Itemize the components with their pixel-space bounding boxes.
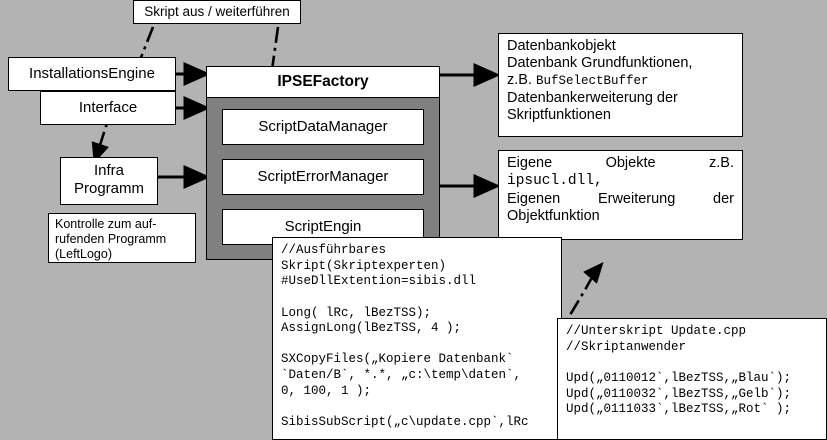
code-sub-text: //Unterskript Update.cpp //Skriptanwende… <box>566 324 792 417</box>
kontrolle-line2: rufenden Programm <box>55 231 167 246</box>
datenbank-line5: Skriptfunktionen <box>507 106 611 123</box>
datenbank-line4: Datenbankerweiterung der <box>507 89 678 106</box>
kontrolle-line1: Kontrolle zum auf- <box>55 217 157 231</box>
eigene-line3-right: der <box>713 191 734 208</box>
kontrolle-line3: (LeftLogo) <box>55 246 112 261</box>
skript-header-label: Skript aus / weiterführen <box>144 4 290 19</box>
ipsefactory-title: IPSEFactory <box>277 73 369 90</box>
script-data-manager-label: ScriptDataManager <box>258 118 388 135</box>
code-main-text: //Ausführbares Skript(Skriptexperten) #U… <box>281 243 529 429</box>
eigene-line4: Objektfunktion <box>507 208 600 225</box>
interface-label: Interface <box>78 99 138 116</box>
eigene-objekte-box: Eigene Objekte z.B. ipsucl.dll, Eigenen … <box>498 150 743 240</box>
eigene-line3-mid: Erweiterung <box>597 191 676 208</box>
script-error-manager-label: ScriptErrorManager <box>257 168 389 185</box>
installations-engine-box[interactable]: InstallationsEngine <box>8 57 176 91</box>
skript-header-box: Skript aus / weiterführen <box>133 0 301 24</box>
datenbank-line3: z.B. BufSelectBuffer <box>499 72 742 90</box>
installations-engine-label: InstallationsEngine <box>29 65 155 82</box>
script-engin-label: ScriptEngin <box>284 218 362 235</box>
kontrolle-box: Kontrolle zum auf- rufenden Programm (Le… <box>48 213 196 263</box>
datenbankobjekt-box: Datenbankobjekt Datenbank Grundfunktione… <box>498 33 743 137</box>
eigene-line1: Eigene Objekte z.B. <box>499 151 742 172</box>
datenbank-line1: Datenbankobjekt <box>507 38 616 54</box>
eigene-line3-left: Eigenen <box>507 191 561 208</box>
datenbank-line2: Datenbank Grundfunktionen, <box>507 55 693 72</box>
code-box-main: //Ausführbares Skript(Skriptexperten) #U… <box>272 237 562 440</box>
infra-program-box[interactable]: Infra Programm <box>60 157 158 205</box>
interface-box[interactable]: Interface <box>40 91 176 125</box>
code-box-sub: //Unterskript Update.cpp //Skriptanwende… <box>557 318 827 440</box>
infra-program-line2: Programm <box>73 179 144 197</box>
eigene-line2-mono: ipsucl.dll, <box>507 173 603 190</box>
script-data-manager-box[interactable]: ScriptDataManager <box>222 109 424 145</box>
script-error-manager-box[interactable]: ScriptErrorManager <box>222 159 424 195</box>
eigene-line1-mid: Objekte <box>605 155 656 171</box>
eigene-line1-left: Eigene <box>507 155 553 171</box>
infra-program-line1: Infra <box>93 162 124 179</box>
datenbank-line3-prefix: z.B. <box>507 72 537 89</box>
eigene-line3: Eigenen Erweiterung der <box>499 190 742 208</box>
datenbank-line3-mono: BufSelectBuffer <box>536 74 649 89</box>
eigene-line1-right: z.B. <box>709 155 734 171</box>
ipsefactory-title-box: IPSEFactory <box>206 66 440 98</box>
